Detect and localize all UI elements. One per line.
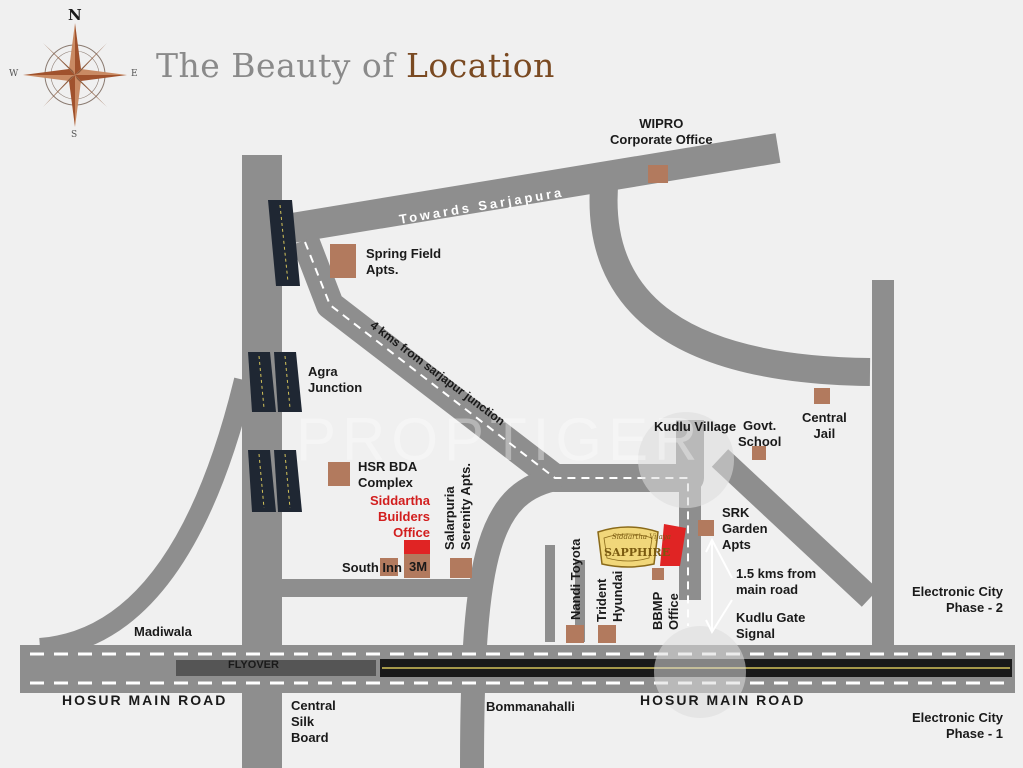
label-madiwala: Madiwala bbox=[134, 624, 192, 639]
label-trident-hyundai: Trident Hyundai bbox=[594, 570, 625, 622]
label-electronic-city-1: Electronic City Phase - 1 bbox=[912, 710, 1004, 741]
road-madiwala bbox=[39, 377, 254, 658]
road-label-hosur-right: HOSUR MAIN ROAD bbox=[640, 692, 806, 708]
label-distance-main-road: 1.5 kms from main road bbox=[736, 566, 817, 597]
label-srk-garden: SRK Garden Apts bbox=[722, 505, 768, 552]
building-wipro bbox=[648, 165, 668, 183]
compass-rose-icon bbox=[23, 23, 127, 127]
building-3m bbox=[404, 552, 430, 578]
building-srk bbox=[698, 520, 714, 536]
hosur-lane-markings bbox=[30, 652, 1010, 685]
kudlu-gate-highlight bbox=[654, 626, 746, 718]
road-label-hosur-left: HOSUR MAIN ROAD bbox=[62, 692, 228, 708]
watermark: PROPTIGER bbox=[296, 406, 704, 473]
building-central-jail bbox=[814, 388, 830, 404]
kudlu-village-highlight bbox=[638, 412, 734, 508]
sapphire-logo-icon bbox=[597, 526, 659, 568]
label-kudlu-village: Kudlu Village bbox=[654, 419, 737, 434]
label-south-inn: South Inn bbox=[342, 560, 402, 575]
label-salarpuria: Salarpuria Serenity Apts. bbox=[442, 463, 473, 550]
building-siddartha-office bbox=[404, 540, 430, 554]
compass-east-label: E bbox=[131, 69, 138, 79]
compass-west-label: W bbox=[9, 69, 19, 79]
flyover-icon-low-left bbox=[248, 450, 276, 512]
label-wipro: WIPRO Corporate Office bbox=[610, 116, 713, 147]
buildings bbox=[328, 165, 830, 643]
label-bommanahalli: Bommanahalli bbox=[486, 699, 575, 714]
building-trident bbox=[598, 625, 616, 643]
label-govt-school: Govt. School bbox=[738, 418, 782, 449]
flyover-start bbox=[176, 660, 376, 676]
label-3m: 3M bbox=[409, 559, 428, 574]
road-wipro-loop bbox=[589, 173, 871, 386]
project-sapphire-marker bbox=[660, 524, 686, 566]
label-hsr-bda: HSR BDA Complex bbox=[358, 459, 418, 490]
compass-north-label: N bbox=[68, 6, 82, 24]
building-salarpuria bbox=[450, 558, 472, 578]
label-nandi-toyota: Nandi Toyota bbox=[568, 538, 583, 620]
title-highlight: Location bbox=[405, 46, 555, 85]
route-sarjapur-dashed bbox=[304, 241, 689, 626]
building-bbmp bbox=[652, 568, 664, 580]
label-siddartha-office: Siddartha Builders Office bbox=[370, 493, 430, 540]
label-central-jail: Central Jail bbox=[802, 410, 847, 441]
building-hsr bbox=[328, 462, 350, 486]
building-nandi bbox=[566, 625, 584, 643]
label-bbmp-office: BBMP Office bbox=[650, 591, 681, 630]
compass-south-label: S bbox=[71, 130, 78, 140]
flyover-icon-low-right bbox=[274, 450, 302, 512]
road-kudlu-diagonal bbox=[711, 449, 879, 607]
logo-project-name: SAPPHIRE bbox=[604, 546, 671, 559]
title-prefix: The Beauty of bbox=[156, 46, 395, 85]
distance-arrows bbox=[705, 537, 733, 635]
logo-developer: Siddartha Vijaya bbox=[612, 533, 671, 541]
flyover-icons bbox=[248, 200, 302, 512]
road-label-flyover: FLYOVER bbox=[228, 659, 279, 671]
label-kudlu-gate-signal: Kudlu Gate Signal bbox=[736, 610, 806, 641]
label-central-silk-board: Central Silk Board bbox=[291, 698, 336, 745]
building-spring-field bbox=[330, 244, 356, 278]
label-spring-field: Spring Field Apts. bbox=[366, 246, 442, 277]
label-agra-junction: Agra Junction bbox=[308, 364, 363, 395]
building-south-inn bbox=[380, 558, 398, 576]
building-govt-school bbox=[752, 446, 766, 460]
page-title: The Beauty of Location bbox=[156, 46, 555, 85]
road-sarjapura bbox=[277, 133, 781, 245]
label-electronic-city-2: Electronic City Phase - 2 bbox=[912, 584, 1004, 615]
